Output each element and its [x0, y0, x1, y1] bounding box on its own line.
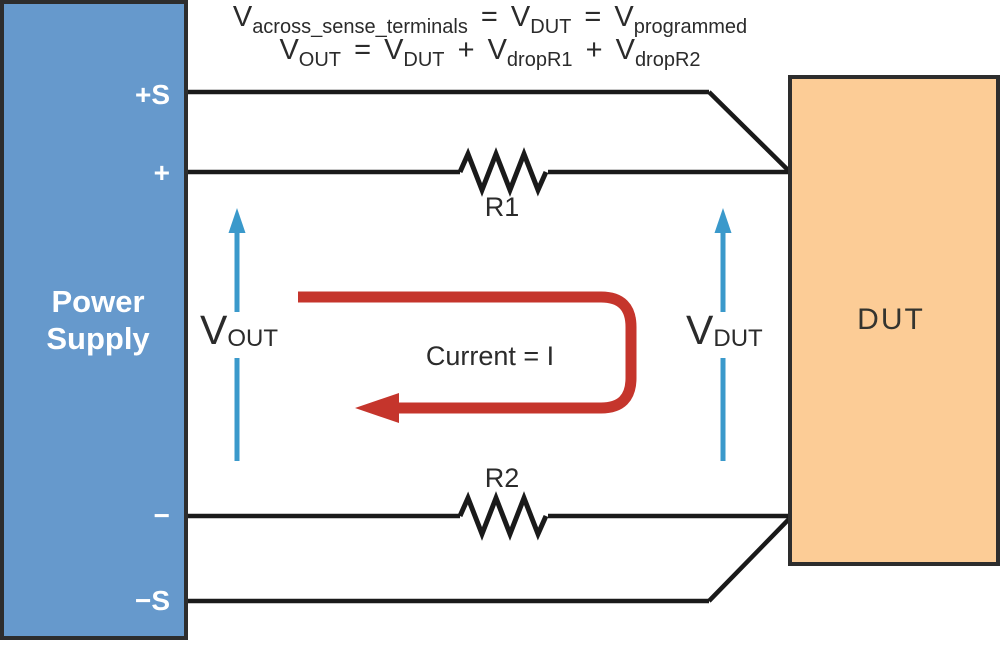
wire-plus-sense-diagonal	[707, 90, 792, 174]
formula1-op2: =	[584, 1, 602, 33]
resistor-r1-label: R1	[484, 192, 520, 222]
current-loop-arrow	[298, 291, 637, 423]
current-loop-path	[298, 291, 637, 414]
vout-label-main: V	[200, 307, 228, 353]
resistor-r2-label: R2	[484, 463, 520, 493]
formula1-op1: =	[480, 1, 498, 33]
vdut-label-main: V	[686, 307, 714, 353]
formula2-v1: V	[279, 34, 299, 66]
formula-line-1: Vacross_sense_terminals = VDUT = Vprogra…	[170, 1, 810, 38]
formula2-v4: V	[615, 34, 635, 66]
formula2-sub4: dropR2	[634, 49, 701, 71]
formula1-sub2: DUT	[530, 16, 572, 38]
formula2-op3: +	[585, 34, 603, 66]
vdut-label-sub: DUT	[713, 325, 763, 352]
vdut-arrow	[714, 208, 732, 461]
dut-box	[788, 75, 1000, 566]
formula1-v2: V	[510, 1, 531, 33]
resistor-r2-symbol	[457, 491, 549, 541]
formula2-v3: V	[487, 34, 507, 66]
formula2-sub3: dropR1	[506, 49, 573, 71]
power-supply-label-line1: Power	[51, 284, 145, 319]
vdut-label: V DUT	[686, 310, 763, 351]
terminal-minus-label: −	[153, 500, 170, 531]
wire-minus-sense-diagonal	[707, 516, 792, 603]
vout-arrowhead-icon	[228, 208, 246, 233]
terminal-plus-label: +	[153, 157, 170, 188]
current-loop-arrowhead-icon	[355, 393, 399, 423]
wires	[186, 89, 792, 604]
formula1-v3: V	[614, 1, 634, 33]
terminal-minus-sense-label: −S	[134, 585, 170, 616]
formula-block: Vacross_sense_terminals = VDUT = Vprogra…	[170, 1, 810, 71]
formula2-v2: V	[384, 34, 404, 66]
power-supply-label-line2: Supply	[46, 321, 150, 356]
formula1-sub1: across_sense_terminals	[252, 16, 468, 38]
resistor-r1-symbol	[457, 147, 549, 197]
formula-line-2: VOUT = VDUT + VdropR1 + VdropR2	[170, 34, 810, 71]
power-supply-label: Power Supply	[18, 283, 178, 357]
formula2-sub1: OUT	[298, 49, 341, 71]
vdut-arrowhead-icon	[714, 208, 732, 233]
vout-arrow	[228, 208, 246, 461]
formula2-sub2: DUT	[403, 49, 445, 71]
vout-label-sub: OUT	[227, 325, 279, 352]
terminal-plus-sense-label: +S	[134, 79, 170, 110]
formula1-v: V	[232, 1, 253, 33]
formula2-op1: =	[354, 34, 371, 66]
power-supply-box	[0, 0, 188, 640]
formula1-sub3: programmed	[633, 16, 748, 38]
formula2-op2: +	[457, 34, 475, 66]
vout-label: V OUT	[200, 310, 278, 351]
dut-label: DUT	[857, 303, 925, 336]
current-label: Current = I	[425, 341, 555, 371]
